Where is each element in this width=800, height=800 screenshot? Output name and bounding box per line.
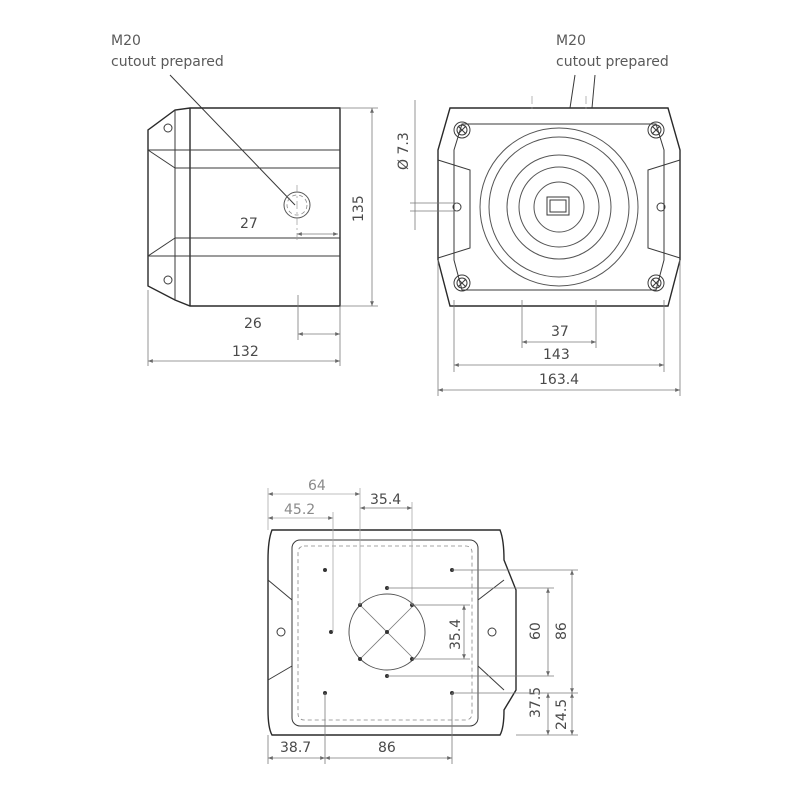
front-callout-line2: cutout prepared [556, 54, 669, 70]
base-hole-dot [329, 630, 333, 634]
base-dim-86-label: 86 [554, 622, 570, 640]
base-side-hole-left [276, 627, 286, 637]
side-callout-leader [169, 74, 296, 206]
base-side-step-left-top [267, 579, 293, 601]
front-body-outline [437, 107, 681, 307]
front-sounder-ring-3 [506, 154, 612, 260]
base-dim-45-2-label: 45.2 [284, 502, 315, 518]
front-dim-37-label: 37 [551, 324, 569, 340]
base-hole-dot [323, 568, 327, 572]
front-screw-bottom-right [647, 274, 665, 292]
front-dim-hole-label: Ø 7.3 [396, 132, 412, 170]
base-dim-38-7-label: 38.7 [280, 740, 311, 756]
base-side-step-right-bottom [477, 665, 505, 691]
front-callout-line1: M20 [556, 33, 586, 49]
base-dim-top-35-4-label: 35.4 [370, 492, 401, 508]
front-callout-leader-1 [569, 74, 576, 109]
base-dim-24-5-label: 24.5 [554, 699, 570, 730]
side-callout-line1: M20 [111, 33, 141, 49]
side-dim-27-label: 27 [240, 216, 258, 232]
base-side-step-left-bottom [267, 665, 293, 681]
side-chamfer-2 [147, 237, 176, 257]
base-dim-bottom-86-label: 86 [378, 740, 396, 756]
front-sounder-ring-4 [518, 166, 600, 248]
base-plate-outline [267, 529, 517, 736]
front-ear-left [437, 159, 471, 259]
base-side-step-right-top [477, 579, 505, 601]
base-dim-37-5-label: 37.5 [528, 687, 544, 718]
base-dim-64-label: 64 [308, 478, 326, 494]
front-screw-bottom-left [453, 274, 471, 292]
front-ear-right [647, 159, 681, 259]
front-view: M20 cutout prepared [396, 33, 681, 396]
base-hole-dot [385, 630, 389, 634]
front-callout-leader-2 [591, 74, 596, 109]
base-dim-60-label: 60 [528, 622, 544, 640]
side-dim-26-label: 26 [244, 316, 262, 332]
base-plate-inner-dashed [297, 545, 473, 721]
front-screw-top-left [453, 121, 471, 139]
front-dim-143-label: 143 [543, 347, 570, 363]
side-dim-135-label: 135 [351, 195, 367, 222]
front-sounder-outer [479, 127, 639, 287]
base-hole-dot [358, 657, 362, 661]
front-dim-163-label: 163.4 [539, 372, 579, 388]
front-sounder-ring-2 [488, 136, 630, 278]
side-view: M20 cutout prepared 27 26 132 [111, 33, 378, 366]
base-side-hole-right [487, 627, 497, 637]
front-body-inner [453, 123, 665, 291]
front-sounder-ring-5 [533, 181, 585, 233]
base-plate-inner [291, 539, 479, 727]
front-mount-hole-right [656, 202, 666, 212]
base-center-opening [348, 593, 426, 671]
base-dim-right-35-4-label: 35.4 [448, 619, 464, 650]
side-chamfer-1 [147, 149, 176, 169]
side-body-outline [147, 107, 341, 307]
front-logo-badge [546, 196, 570, 216]
side-m20-cutout-inner [286, 194, 308, 216]
side-mount-hole-bottom [163, 275, 173, 285]
front-logo-inner [549, 199, 567, 213]
side-callout-line2: cutout prepared [111, 54, 224, 70]
front-screw-top-right [647, 121, 665, 139]
base-view: 64 45.2 35.4 35.4 60 86 37.5 24.5 38.7 [267, 478, 578, 764]
side-dim-132-label: 132 [232, 344, 259, 360]
side-mount-hole-top [163, 123, 173, 133]
